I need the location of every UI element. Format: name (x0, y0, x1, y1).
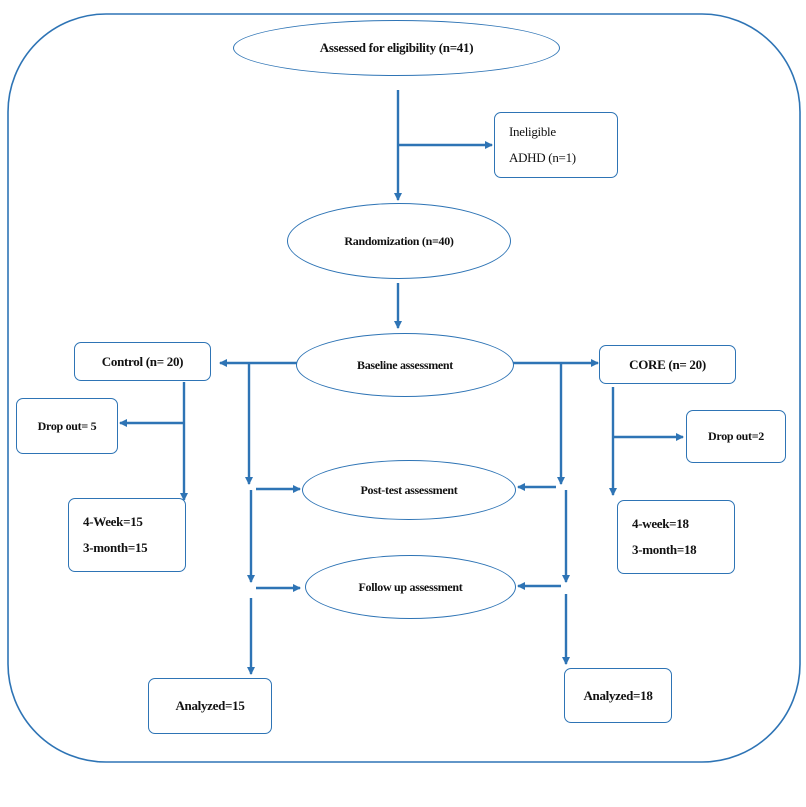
core-month-count: 3-month=18 (632, 542, 697, 557)
ineligible-reason: ADHD (n=1) (509, 150, 576, 165)
core-followup-counts-node: 4-week=18 3-month=18 (617, 500, 735, 574)
control-group-label: Control (n= 20) (101, 353, 184, 369)
core-analyzed-node: Analyzed=18 (564, 668, 672, 723)
core-analyzed-label: Analyzed=18 (583, 687, 653, 703)
follow-up-assessment-node: Follow up assessment (305, 555, 516, 619)
core-dropout-label: Drop out=2 (708, 429, 764, 443)
ineligible-label: Ineligible (509, 124, 556, 139)
control-month-count: 3-month=15 (83, 540, 148, 555)
ineligible-node: Ineligible ADHD (n=1) (494, 112, 618, 178)
assessed-eligibility-node: Assessed for eligibility (n=41) (233, 20, 560, 76)
baseline-assessment-label: Baseline assessment (357, 357, 453, 372)
post-test-assessment-label: Post-test assessment (360, 482, 458, 497)
post-test-assessment-node: Post-test assessment (302, 460, 516, 520)
core-group-label: CORE (n= 20) (629, 356, 706, 372)
control-group-node: Control (n= 20) (74, 342, 211, 381)
control-analyzed-label: Analyzed=15 (175, 698, 245, 713)
core-group-node: CORE (n= 20) (599, 345, 736, 384)
control-dropout-node: Drop out= 5 (16, 398, 118, 454)
assessed-eligibility-label: Assessed for eligibility (n=41) (319, 40, 474, 55)
core-dropout-node: Drop out=2 (686, 410, 786, 463)
randomization-node: Randomization (n=40) (287, 203, 511, 279)
control-week-count: 4-Week=15 (83, 514, 143, 529)
outer-frame (7, 13, 801, 763)
baseline-assessment-node: Baseline assessment (296, 333, 514, 397)
randomization-label: Randomization (n=40) (344, 233, 454, 248)
follow-up-assessment-label: Follow up assessment (358, 579, 463, 594)
core-week-count: 4-week=18 (632, 516, 689, 531)
control-followup-counts-node: 4-Week=15 3-month=15 (68, 498, 186, 572)
control-analyzed-node: Analyzed=15 (148, 678, 272, 734)
control-dropout-label: Drop out= 5 (37, 418, 97, 433)
